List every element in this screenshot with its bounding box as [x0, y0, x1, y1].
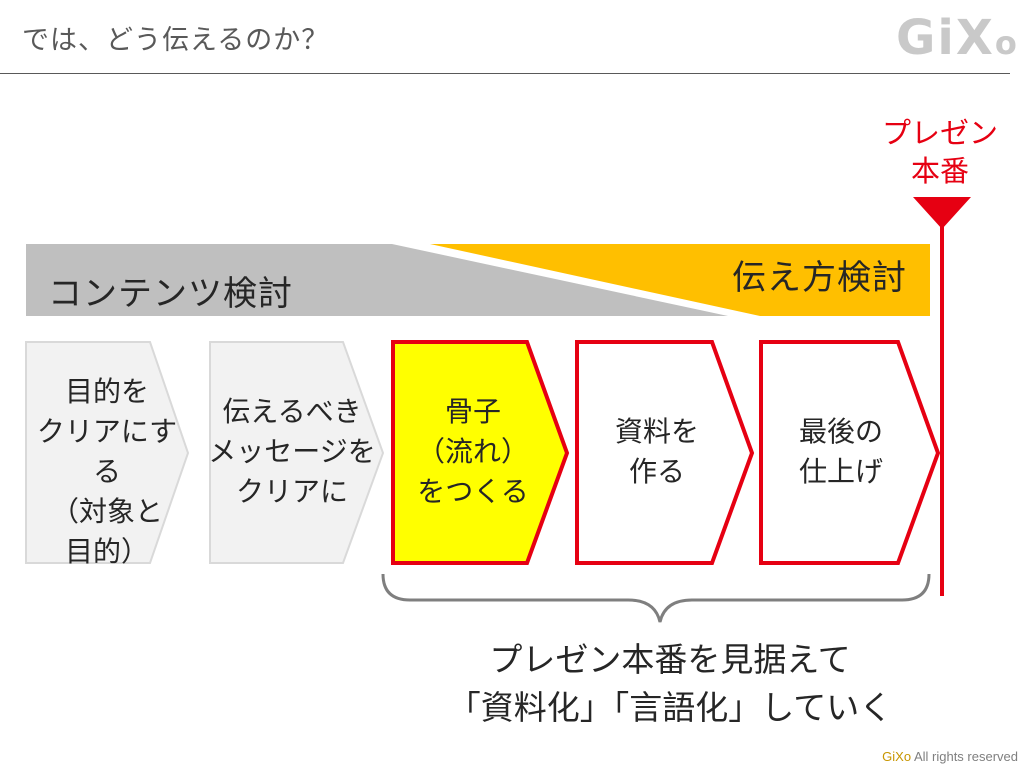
footer-rights: All rights reserved — [911, 749, 1018, 764]
step-shape-0 — [25, 341, 190, 564]
slide-title: では、どう伝えるのか？ — [22, 25, 330, 56]
step-label-3: 資料を 作る — [614, 415, 699, 488]
content-review-label: コンテンツ検討 — [48, 274, 293, 314]
step-label-0: 目的を クリアにする （対象と 目的） — [36, 375, 178, 568]
presentation-label: プレゼン 本番 — [881, 116, 998, 188]
step-shape-3 — [575, 340, 755, 565]
bottom-caption: プレゼン本番を見据えて 「資料化」「言語化」していく — [447, 640, 893, 727]
content-review-band — [26, 244, 728, 316]
curly-brace — [381, 573, 931, 623]
step-shape-2 — [391, 340, 570, 565]
gixo-logo: GiXo — [896, 10, 1019, 66]
title-divider — [0, 73, 1010, 74]
step-shape-1 — [209, 341, 385, 564]
step-label-1: 伝えるべき メッセージを クリアに — [208, 395, 376, 508]
footer-copyright: GiXo All rights reserved — [882, 749, 1018, 764]
presentation-marker-triangle — [913, 197, 971, 229]
step-label-2: 骨子 （流れ） をつくる — [416, 395, 529, 508]
logo-main: GiX — [896, 10, 995, 66]
delivery-review-band — [430, 244, 930, 316]
delivery-review-label: 伝え方検討 — [732, 258, 907, 298]
step-shape-4 — [759, 340, 941, 565]
logo-o: o — [994, 24, 1019, 62]
step-label-4: 最後の 仕上げ — [798, 415, 883, 488]
footer-brand: GiXo — [882, 749, 912, 764]
